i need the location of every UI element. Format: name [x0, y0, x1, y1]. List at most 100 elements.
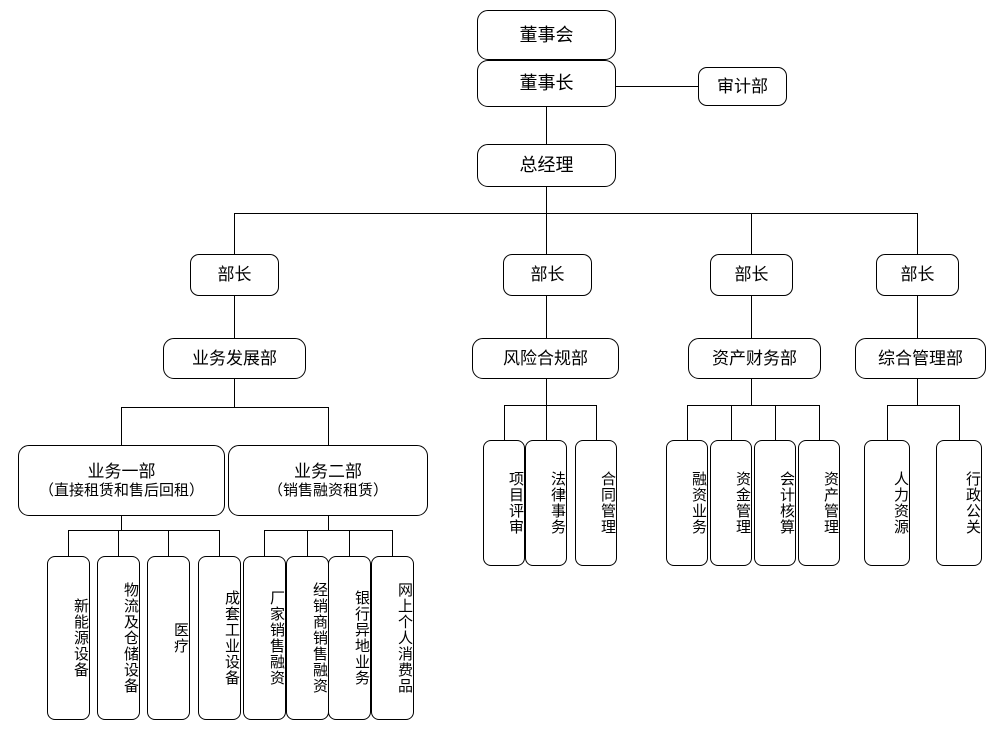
node-audit-department[interactable]: 审计部: [698, 67, 787, 106]
node-leaf-label: 融资业务: [690, 471, 706, 535]
node-leaf-label: 资产管理: [822, 471, 838, 535]
node-audit-department-label: 审计部: [717, 76, 768, 96]
connector-risk-child-2: [546, 405, 547, 440]
node-leaf-label: 资金管理: [734, 471, 750, 535]
node-dept-label: 业务发展部: [192, 348, 277, 368]
connector-risk-down: [546, 378, 547, 405]
node-leaf-label: 项目评审: [507, 471, 523, 535]
node-business-unit-1[interactable]: 业务一部 （直接租赁和售后回租）: [18, 445, 225, 516]
node-leaf-asset-management[interactable]: 资产管理: [798, 440, 840, 566]
node-manager-asset-finance[interactable]: 部长: [710, 254, 793, 296]
node-chairman[interactable]: 董事长: [477, 60, 616, 107]
node-dept-business-development[interactable]: 业务发展部: [163, 338, 306, 379]
node-dept-asset-finance[interactable]: 资产财务部: [688, 338, 821, 379]
node-dept-label: 资产财务部: [712, 348, 797, 368]
connector-chairman-audit: [614, 86, 698, 87]
node-leaf-accounting[interactable]: 会计核算: [754, 440, 796, 566]
node-manager-business-development[interactable]: 部长: [190, 254, 279, 296]
connector-admin-child-2: [959, 405, 960, 440]
node-leaf-label: 法律事务: [549, 471, 565, 535]
node-leaf-administration-pr[interactable]: 行政公关: [936, 440, 982, 566]
node-leaf-financing-business[interactable]: 融资业务: [666, 440, 708, 566]
connector-manager-dept-4: [917, 295, 918, 338]
connector-unit2-bus: [264, 530, 392, 531]
node-manager-risk-compliance[interactable]: 部长: [503, 254, 592, 296]
node-dept-label: 风险合规部: [503, 348, 588, 368]
connector-admin-child-1: [887, 405, 888, 440]
node-manager-label: 部长: [734, 265, 769, 285]
node-board-of-directors[interactable]: 董事会: [477, 10, 616, 60]
node-leaf-new-energy-equipment[interactable]: 新能源设备: [47, 556, 90, 720]
node-general-manager-label: 总经理: [519, 155, 574, 176]
connector-unit2-child-3: [349, 530, 350, 556]
node-leaf-medical[interactable]: 医疗: [147, 556, 190, 720]
connector-chairman-gm: [546, 106, 547, 144]
node-leaf-human-resources[interactable]: 人力资源: [864, 440, 910, 566]
node-manager-label: 部长: [900, 265, 935, 285]
connector-bizdev-bus: [121, 407, 328, 408]
connector-bizdev-down: [234, 378, 235, 407]
node-manager-label: 部长: [530, 265, 565, 285]
connector-admin-down: [917, 378, 918, 405]
node-dept-risk-compliance[interactable]: 风险合规部: [472, 338, 619, 379]
connector-finance-child-2: [731, 405, 732, 440]
connector-bus-to-manager-1: [234, 213, 235, 255]
node-business-unit-1-sublabel: （直接租赁和售后回租）: [38, 482, 204, 499]
node-business-unit-1-label: 业务一部: [87, 461, 156, 481]
node-business-unit-2-sublabel: （销售融资租赁）: [267, 482, 388, 499]
connector-finance-bus: [687, 405, 819, 406]
node-leaf-bank-remote-business[interactable]: 银行异地业务: [328, 556, 371, 720]
connector-bus-to-manager-4: [917, 213, 918, 255]
node-board-of-directors-label: 董事会: [519, 24, 574, 45]
node-leaf-dealer-sales-financing[interactable]: 经销商销售融资: [286, 556, 329, 720]
connector-bizdev-to-unit1: [121, 407, 122, 445]
node-leaf-contract-management[interactable]: 合同管理: [575, 440, 617, 566]
node-leaf-logistics-warehousing-equipment[interactable]: 物流及仓储设备: [97, 556, 140, 720]
node-leaf-label: 行政公关: [964, 471, 980, 535]
connector-finance-down: [751, 378, 752, 405]
connector-unit1-child-1: [68, 530, 69, 556]
node-leaf-complete-industrial-equipment[interactable]: 成套工业设备: [198, 556, 241, 720]
connector-unit1-child-4: [219, 530, 220, 556]
node-leaf-label: 成套工业设备: [223, 590, 239, 686]
node-dept-label: 综合管理部: [878, 348, 963, 368]
node-manager-label: 部长: [217, 265, 252, 285]
node-leaf-label: 网上个人消费品: [396, 582, 412, 694]
connector-unit1-bus: [68, 530, 219, 531]
connector-main-bus: [234, 213, 917, 214]
node-general-manager[interactable]: 总经理: [477, 144, 616, 187]
connector-bus-to-manager-2: [546, 213, 547, 255]
node-business-unit-2[interactable]: 业务二部 （销售融资租赁）: [228, 445, 428, 516]
node-chairman-label: 董事长: [519, 73, 574, 94]
connector-admin-bus: [887, 405, 959, 406]
connector-finance-child-1: [687, 405, 688, 440]
connector-unit1-down: [121, 516, 122, 530]
connector-unit1-child-2: [118, 530, 119, 556]
node-business-unit-2-label: 业务二部: [294, 461, 362, 481]
connector-risk-child-3: [596, 405, 597, 440]
node-manager-general-admin[interactable]: 部长: [876, 254, 959, 296]
connector-unit2-down: [328, 516, 329, 530]
node-leaf-label: 银行异地业务: [353, 590, 369, 686]
connector-risk-bus: [504, 405, 596, 406]
node-leaf-label: 人力资源: [892, 471, 908, 535]
node-leaf-label: 合同管理: [599, 471, 615, 535]
node-leaf-online-personal-consumer-goods[interactable]: 网上个人消费品: [371, 556, 414, 720]
node-leaf-label: 会计核算: [778, 471, 794, 535]
node-leaf-label: 经销商销售融资: [311, 582, 327, 694]
connector-risk-child-1: [504, 405, 505, 440]
node-leaf-project-review[interactable]: 项目评审: [483, 440, 525, 566]
node-leaf-label: 厂家销售融资: [268, 590, 284, 686]
connector-unit1-child-3: [168, 530, 169, 556]
node-dept-general-management[interactable]: 综合管理部: [855, 338, 986, 379]
node-leaf-legal-affairs[interactable]: 法律事务: [525, 440, 567, 566]
connector-manager-dept-2: [546, 295, 547, 338]
connector-finance-child-4: [819, 405, 820, 440]
connector-bus-to-manager-3: [751, 213, 752, 255]
connector-bizdev-to-unit2: [328, 407, 329, 445]
connector-unit2-child-4: [392, 530, 393, 556]
node-leaf-manufacturer-sales-financing[interactable]: 厂家销售融资: [243, 556, 286, 720]
node-leaf-label: 新能源设备: [72, 598, 88, 678]
node-leaf-fund-management[interactable]: 资金管理: [710, 440, 752, 566]
